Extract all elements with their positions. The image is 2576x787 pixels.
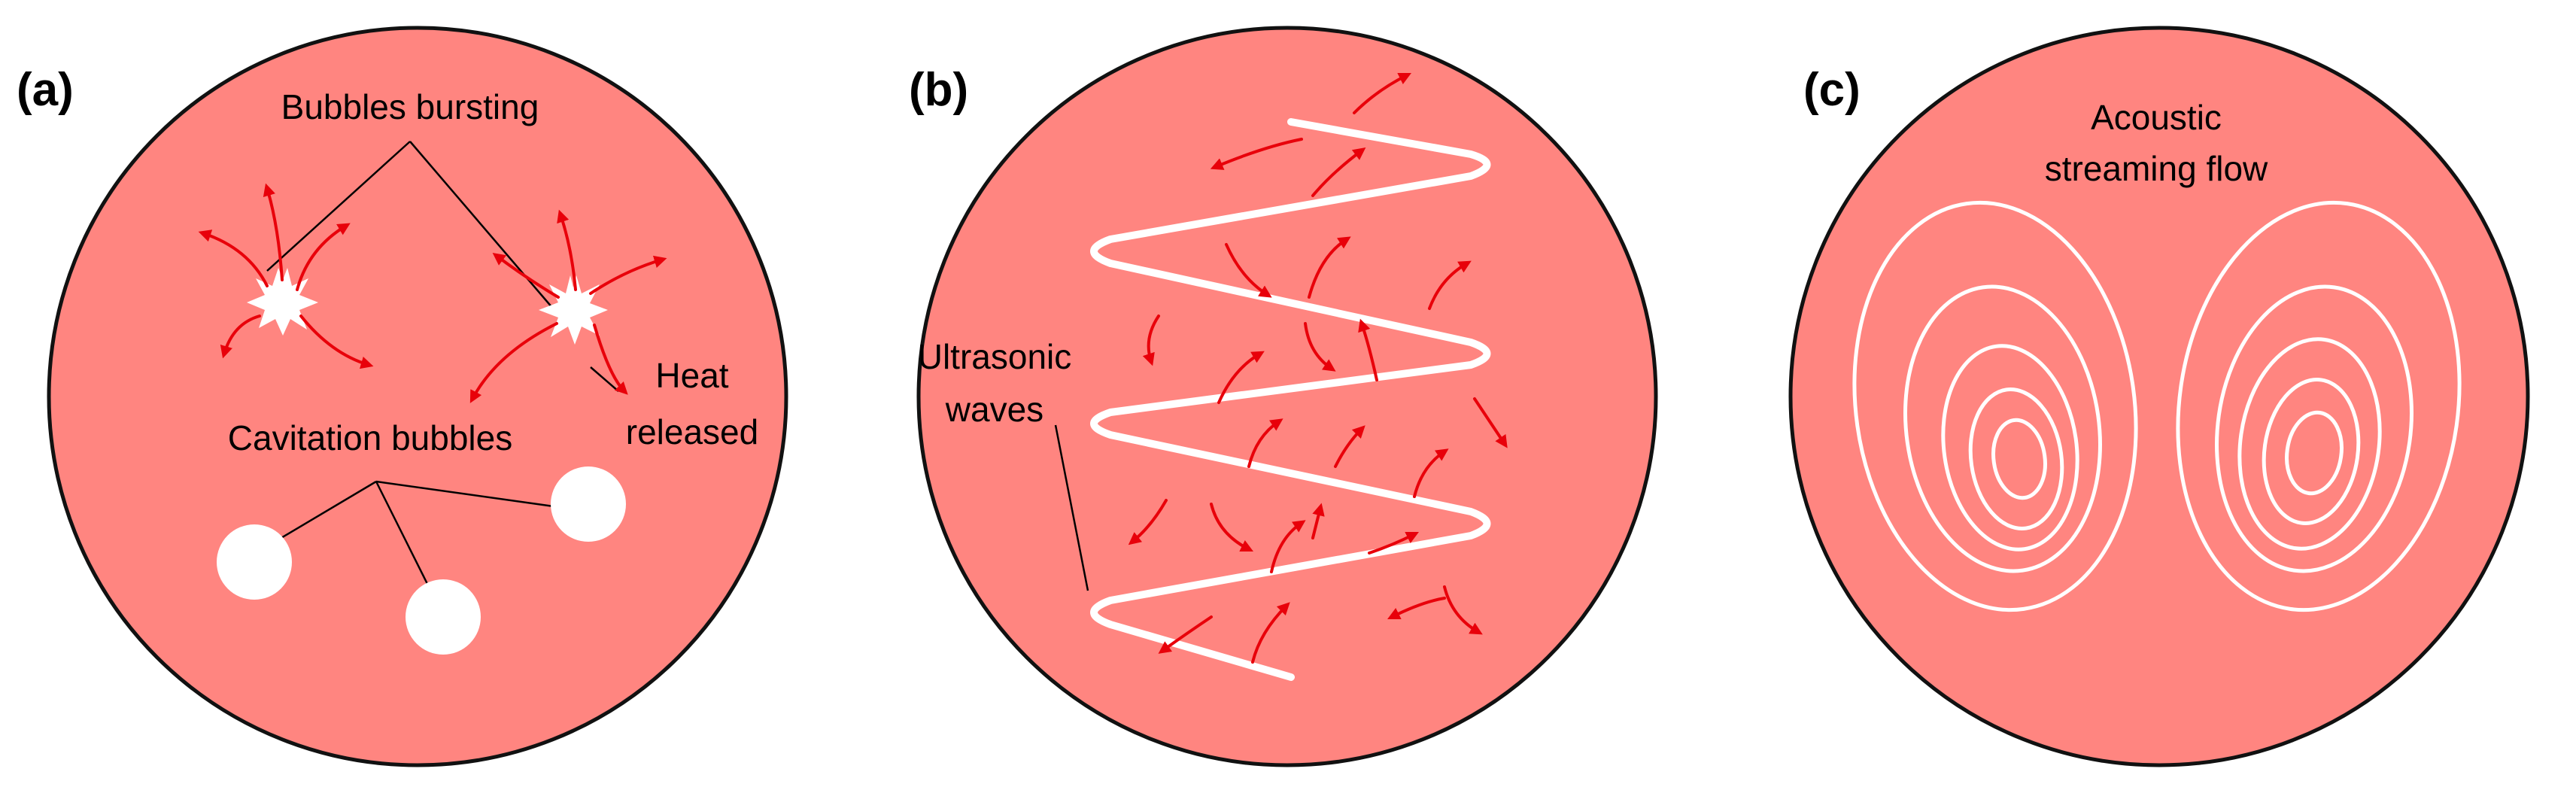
panel-c-label: (c) xyxy=(1803,64,1861,116)
label-cavitation-bubbles: Cavitation bubbles xyxy=(228,418,512,457)
leader-ultrasonic xyxy=(1054,424,1089,591)
label-acoustic-line1: Acoustic xyxy=(2091,98,2222,137)
label-ultrasonic-line2: waves xyxy=(945,390,1043,429)
panel-a: (a) Bubbl xyxy=(17,26,788,767)
heat-arrow xyxy=(299,314,374,369)
wave-arrow xyxy=(1443,585,1483,635)
streaming-vortex-right xyxy=(2176,200,2462,612)
heat-arrow xyxy=(263,183,284,281)
wave-arrow xyxy=(1217,351,1265,404)
leader-heat xyxy=(590,366,619,392)
label-heat-line1: Heat xyxy=(655,356,728,395)
wave-arrow xyxy=(1251,602,1290,664)
wave-arrow xyxy=(1158,615,1213,654)
panel-a-label: (a) xyxy=(17,64,74,116)
leader-bursting-left xyxy=(266,141,411,272)
ultrasonic-wave xyxy=(1090,118,1491,681)
label-heat-line2: released xyxy=(626,412,758,451)
wave-arrow xyxy=(1128,499,1168,545)
panel-c-circle xyxy=(1788,26,2530,767)
streamline xyxy=(1968,387,2064,530)
streamline xyxy=(2176,200,2462,612)
heat-arrow xyxy=(589,255,667,295)
panel-a-circle xyxy=(47,26,788,767)
wave-arrow xyxy=(1428,260,1472,310)
wave-arrow xyxy=(1270,520,1306,573)
label-bubbles-bursting: Bubbles bursting xyxy=(281,87,539,126)
streamline xyxy=(2215,284,2413,573)
wave-arrow xyxy=(1210,503,1254,552)
streamline xyxy=(2285,410,2344,496)
panel-b-circle xyxy=(916,26,1658,767)
heat-arrow xyxy=(492,252,560,299)
panel-b-label: (b) xyxy=(909,64,968,116)
wave-arrow xyxy=(1368,531,1420,555)
streaming-vortex-left xyxy=(1852,200,2138,612)
wave-arrow xyxy=(1247,418,1283,468)
cavitation-bubble-3 xyxy=(551,466,626,542)
wave-arrow xyxy=(1413,448,1449,498)
wave-arrow xyxy=(1304,322,1336,372)
panel-a-leader-lines xyxy=(255,141,619,595)
streamline xyxy=(1991,418,2047,500)
wave-arrow xyxy=(1311,147,1366,197)
panel-b-arrows xyxy=(1128,72,1508,664)
heat-arrow xyxy=(469,322,558,403)
panel-b: (b) xyxy=(909,26,1658,767)
burst-left xyxy=(247,268,318,336)
wave-arrow xyxy=(1387,597,1446,620)
leader-cavitation-right xyxy=(375,480,565,509)
label-ultrasonic-line1: Ultrasonic xyxy=(918,337,1072,376)
wave-arrow xyxy=(1358,318,1378,381)
streamline xyxy=(2237,337,2382,551)
panel-c: (c) Acoustic streaming flow xyxy=(1788,26,2530,767)
heat-arrow xyxy=(198,229,269,287)
wave-arrow xyxy=(1210,138,1303,170)
heat-arrow xyxy=(593,324,628,395)
leader-cavitation-mid xyxy=(375,481,434,595)
heat-arrow xyxy=(557,209,577,291)
wave-arrow xyxy=(1308,236,1351,299)
wave-arrow xyxy=(1142,314,1160,366)
cavitation-bubble-2 xyxy=(406,579,481,655)
wave-arrow xyxy=(1353,72,1412,114)
wave-arrow xyxy=(1311,503,1325,539)
streamline xyxy=(2262,378,2361,525)
heat-arrow xyxy=(296,223,351,291)
label-acoustic-line2: streaming flow xyxy=(2045,149,2268,188)
cavitation-bubble-1 xyxy=(217,524,292,600)
panel-a-heat-arrows xyxy=(198,183,667,403)
wave-arrow xyxy=(1334,425,1365,468)
wave-arrow xyxy=(1225,243,1272,298)
streamline xyxy=(1852,200,2138,612)
heat-arrow xyxy=(220,314,261,359)
streamline xyxy=(1903,284,2102,573)
wave-arrow xyxy=(1473,397,1508,448)
streamline xyxy=(1941,344,2079,552)
